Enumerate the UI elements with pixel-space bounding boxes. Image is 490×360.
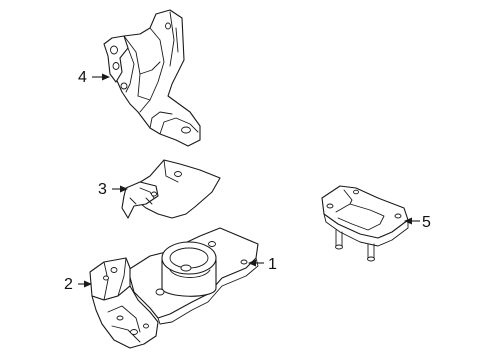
callout-4: 4 [78, 69, 110, 86]
part-3-shield-plate [121, 159, 221, 219]
callout-4-label: 4 [78, 69, 87, 86]
callout-5: 5 [404, 214, 431, 231]
callout-2-label: 2 [64, 276, 73, 293]
part-4-upper-mount-bracket [103, 9, 201, 147]
callout-1-label: 1 [268, 256, 277, 273]
callout-3: 3 [98, 181, 128, 198]
callout-1: 1 [248, 256, 277, 273]
callout-5-label: 5 [422, 214, 431, 231]
callout-3-label: 3 [98, 181, 107, 198]
part-1-lower-mount-insulator [127, 227, 259, 325]
part-5-transmission-mount [321, 185, 409, 262]
part-2-lower-bracket [89, 257, 159, 349]
callout-2: 2 [64, 276, 92, 293]
